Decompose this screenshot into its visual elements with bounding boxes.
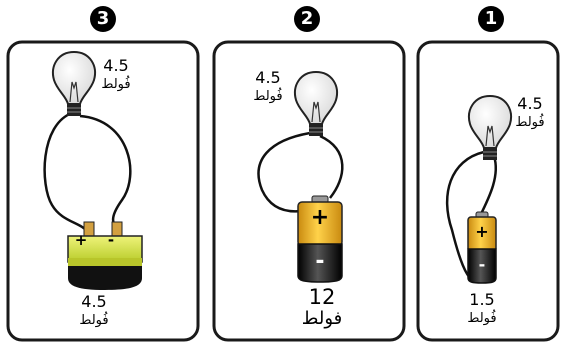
panel-2-battery-icon bbox=[297, 195, 343, 283]
panel-3-number-badge: 3 bbox=[90, 6, 116, 32]
panel-1-battery-unit: فُولط bbox=[467, 311, 497, 326]
panel-1-bulb-value: 4.5 bbox=[517, 94, 543, 113]
panel-3-wire-right bbox=[79, 114, 132, 233]
panel-2-number-badge: 2 bbox=[294, 6, 320, 32]
panel-2-bulb-icon bbox=[294, 70, 338, 136]
panel-1-bulb-unit: فُولط bbox=[515, 115, 545, 130]
panel-3-wire-left bbox=[43, 111, 89, 233]
panel-1-number-badge: 1 bbox=[478, 6, 504, 32]
panel-2-battery-unit: فولط bbox=[301, 308, 343, 329]
panel-1-battery-value: 1.5 bbox=[469, 290, 495, 309]
panel-2-bulb-unit: فُولط bbox=[253, 89, 283, 104]
panel-3-battery-minus: - bbox=[107, 231, 115, 249]
panel-2-bulb-value: 4.5 bbox=[255, 68, 281, 87]
panel-2-battery-value: 12 bbox=[308, 285, 336, 309]
panel-2-frame bbox=[212, 40, 406, 342]
panel-2-wire-right bbox=[319, 134, 344, 199]
panel-3-bulb-unit: فُولط bbox=[101, 77, 131, 92]
panel-1-frame bbox=[416, 40, 560, 342]
panel-1-battery-icon bbox=[467, 211, 497, 284]
panel-1-wire-right bbox=[478, 155, 498, 217]
panel-3-frame bbox=[6, 40, 200, 342]
panel-3-battery-unit: فُولط bbox=[79, 313, 109, 328]
panel-1-battery-plus: + bbox=[475, 222, 489, 241]
panel-3-bulb-value: 4.5 bbox=[103, 56, 129, 75]
panel-1-bulb-icon bbox=[468, 94, 512, 160]
panel-3-bulb-icon bbox=[52, 50, 96, 116]
panel-3-battery-plus: + bbox=[74, 231, 88, 249]
panel-1-wire-left bbox=[445, 150, 485, 281]
panel-3-battery-icon bbox=[67, 221, 143, 290]
panel-2-wire-left bbox=[257, 131, 317, 213]
panel-2-battery-minus: - bbox=[315, 249, 325, 274]
panel-1-battery-minus: - bbox=[478, 255, 486, 274]
panel-3-battery-value: 4.5 bbox=[81, 292, 107, 311]
panel-2-battery-plus: + bbox=[310, 205, 330, 230]
